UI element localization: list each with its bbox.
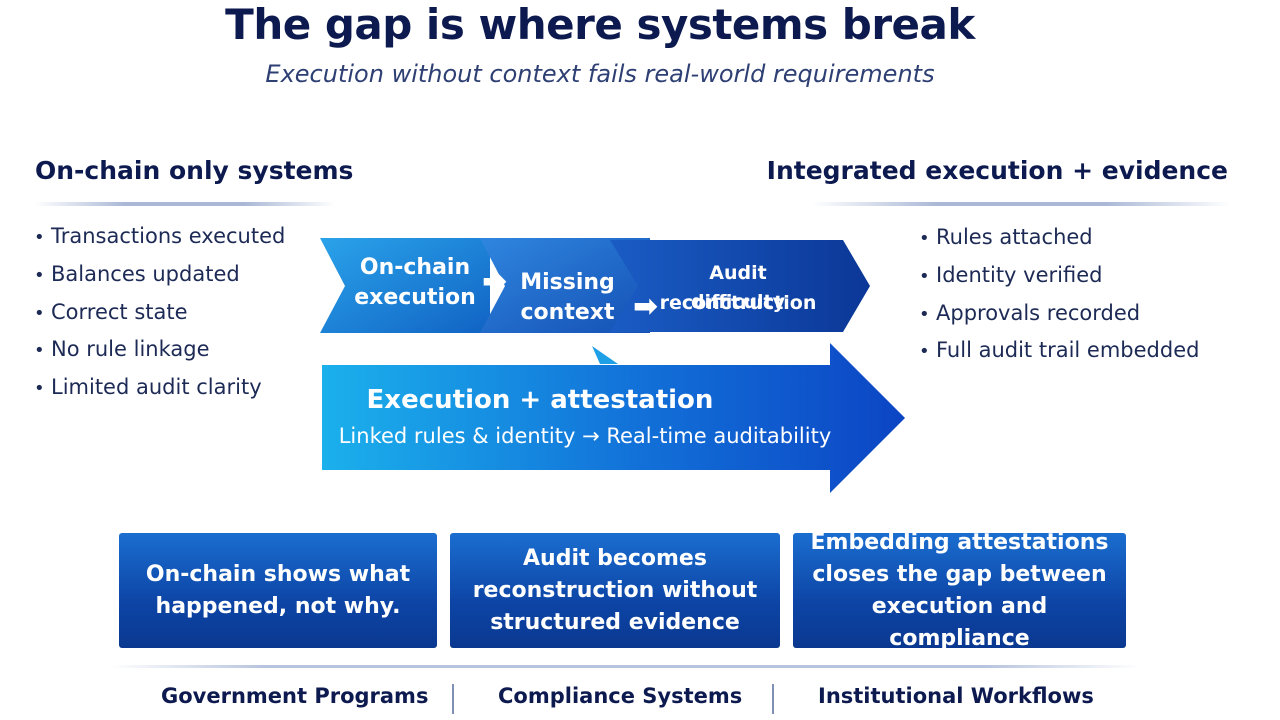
right-bullet: Full audit trail embedded — [919, 332, 1199, 370]
footer-separator — [452, 684, 454, 714]
flow-segment-audit-difficulty — [610, 240, 870, 332]
attestation-title: Execution + attestation — [366, 385, 714, 415]
left-column-heading: On-chain only systems — [35, 156, 354, 185]
flow-step3-line2: difficulty — [690, 291, 786, 313]
flow-step1-line2: execution — [354, 285, 476, 310]
left-bullet: Correct state — [34, 294, 285, 332]
left-bullet: Balances updated — [34, 256, 285, 294]
flow-segment-execution — [320, 238, 490, 333]
right-bullet: Identity verified — [919, 257, 1199, 295]
right-column-heading: Integrated execution + evidence — [766, 156, 1228, 185]
right-bullet: Approvals recorded — [919, 295, 1199, 333]
attestation-arrow — [322, 343, 905, 493]
attestation-subtitle: Linked rules & identity → Real-time audi… — [338, 424, 832, 448]
right-heading-rule — [812, 202, 1230, 206]
footer-institutional-workflows: Institutional Workflows — [818, 684, 1094, 708]
right-bullet-list: Rules attached Identity verified Approva… — [919, 219, 1199, 370]
right-bullet: Rules attached — [919, 219, 1199, 257]
left-bullet: Transactions executed — [34, 218, 285, 256]
connector-notch — [592, 346, 618, 364]
flow-step2-line2: context — [520, 300, 615, 325]
left-bullet-list: Transactions executed Balances updated C… — [34, 218, 285, 407]
flow-step2-line1: Missing — [520, 270, 615, 295]
page-subtitle: Execution without context fails real-wor… — [265, 60, 935, 88]
footer-government-programs: Government Programs — [161, 684, 429, 708]
left-bullet: Limited audit clarity — [34, 369, 285, 407]
page-title: The gap is where systems break — [225, 0, 975, 49]
takeaway-box-audit-reconstruction: Audit becomes reconstruction without str… — [450, 533, 780, 648]
footer-compliance-systems: Compliance Systems — [498, 684, 743, 708]
footer-separator — [772, 684, 774, 714]
footer-divider — [110, 665, 1140, 668]
takeaway-box-embedding-attestations: Embedding attestations closes the gap be… — [793, 530, 1126, 651]
flow-arrow-icon: ➡ — [633, 289, 659, 324]
left-heading-rule — [35, 202, 335, 206]
flow-step3-line1: Audit reconctruction — [659, 262, 817, 314]
flow-segment-missing-context — [480, 238, 650, 333]
flow-arrow-icon: ➡ — [482, 264, 508, 299]
left-bullet: No rule linkage — [34, 331, 285, 369]
flow-step1-line1: On-chain — [359, 255, 471, 280]
takeaway-box-what-happened: On-chain shows what happened, not why. — [119, 533, 437, 648]
